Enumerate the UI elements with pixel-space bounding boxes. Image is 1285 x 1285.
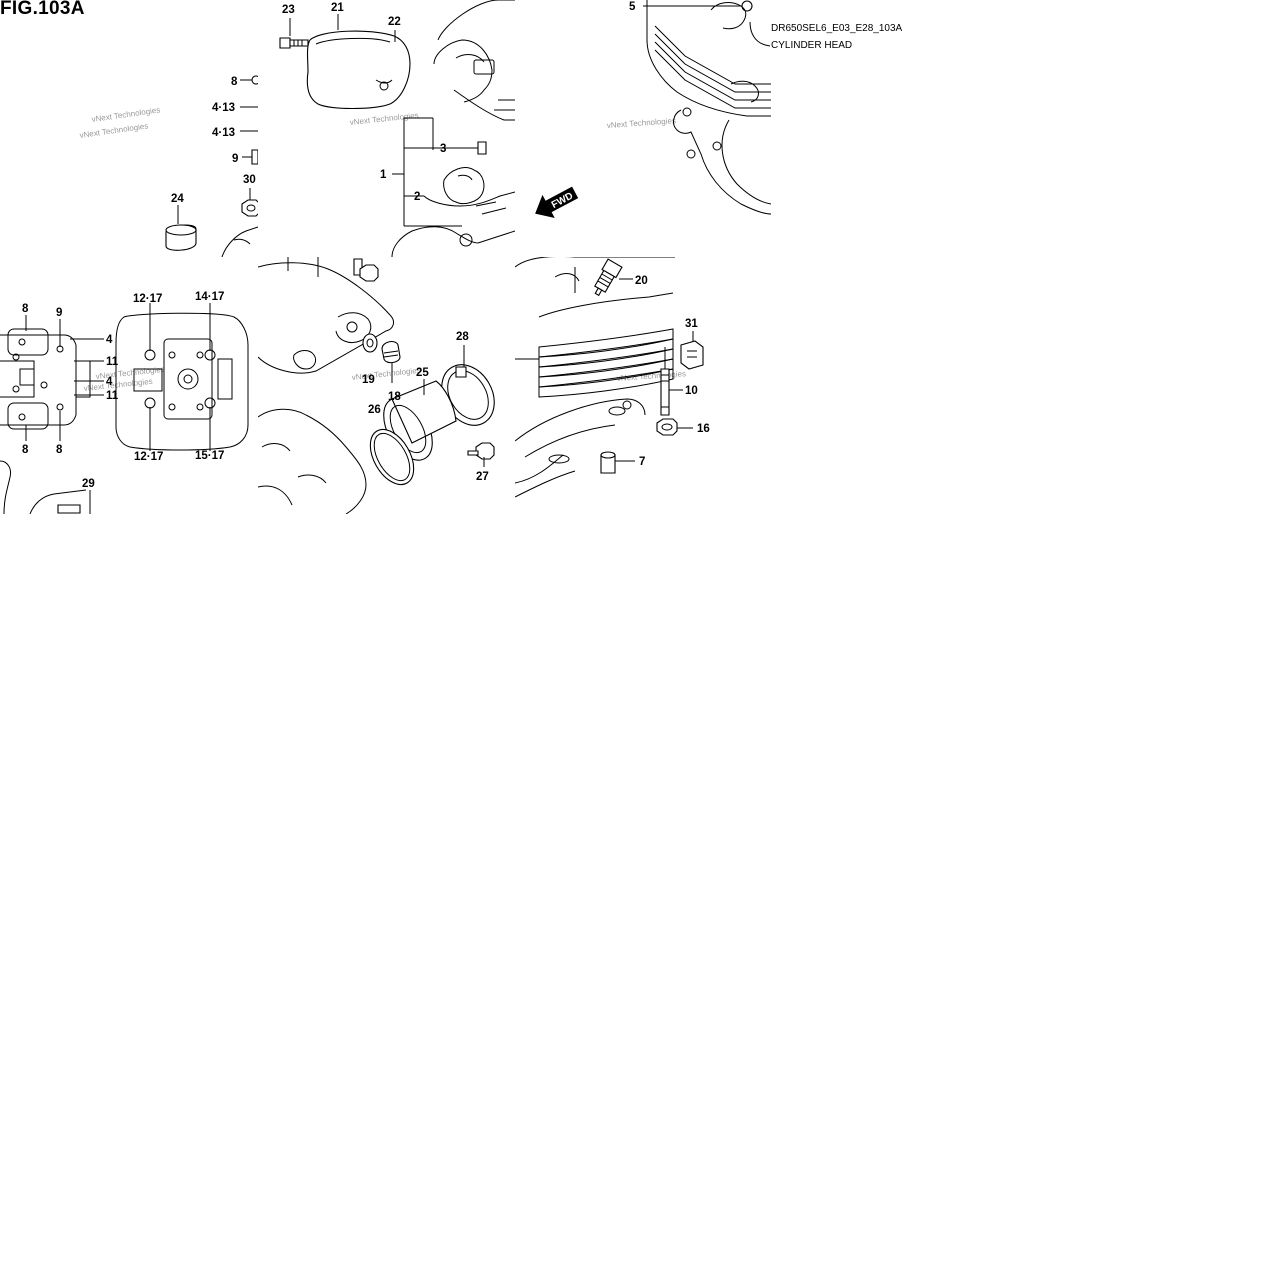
watermark: vNext Technologies	[79, 121, 149, 140]
bolt-8	[240, 75, 258, 85]
clamp-28	[441, 345, 495, 426]
callout-8: 8	[22, 444, 29, 456]
bolt-27	[467, 442, 495, 467]
callout-4: 4	[106, 376, 113, 388]
plug-18	[381, 340, 401, 383]
callout-14-17: 14·17	[195, 291, 224, 303]
callout-9: 9	[56, 307, 62, 319]
figure-code: DR650SEL6_E03_E28_103A	[771, 23, 903, 34]
tile-middle-center: vNext Technologies	[258, 257, 515, 514]
washer-19	[362, 333, 378, 353]
figure-name: CYLINDER HEAD	[771, 40, 853, 51]
callout-30: 30	[243, 174, 256, 186]
nut-30	[241, 188, 258, 217]
stud-10	[660, 347, 683, 416]
bolt-9	[242, 149, 258, 165]
callout-11: 11	[106, 390, 119, 402]
callout-26: 26	[368, 404, 381, 416]
watermark: vNext Technologies	[91, 105, 161, 124]
callout-27: 27	[476, 471, 489, 483]
head-top-view-right	[115, 312, 249, 451]
callout-29: 29	[82, 478, 95, 490]
watermark: vNext Technologies	[607, 116, 677, 130]
callout-28: 28	[456, 331, 469, 343]
figure-title: FIG.103A	[0, 0, 85, 19]
callout-3: 3	[440, 143, 446, 155]
callout-5: 5	[629, 1, 636, 13]
callout-16: 16	[697, 423, 710, 435]
name-leader	[749, 21, 771, 47]
callout-15-17: 15·17	[195, 450, 224, 462]
bolt-top	[353, 258, 379, 282]
head-top-view-left	[0, 328, 91, 430]
callout-11: 11	[106, 356, 119, 368]
nut-16	[656, 418, 693, 436]
callout-8: 8	[56, 444, 63, 456]
pad-31	[680, 331, 704, 370]
tile-middle-left: vNext Technologies vNext Technologies	[0, 257, 258, 514]
bolt-23	[279, 18, 309, 49]
callout-7: 7	[639, 456, 645, 468]
spark-plug-20	[594, 258, 623, 297]
callout-19: 19	[362, 374, 375, 386]
callout-31: 31	[685, 318, 698, 330]
callout-2: 2	[414, 191, 420, 203]
tile-top-right: vNext Technologies FWD 5	[515, 0, 771, 257]
tile-top-middle: vNext Technologies	[258, 0, 515, 257]
callout-22: 22	[388, 16, 401, 28]
callout-18: 18	[388, 391, 401, 403]
forward-arrow: FWD	[535, 186, 579, 219]
tile-top-left: vNext Technologies vNext Technologies 8 …	[0, 0, 258, 257]
dowel-3	[477, 141, 487, 155]
dowel-7	[600, 451, 635, 474]
callout-8: 8	[22, 303, 29, 315]
callout-1: 1	[380, 169, 387, 181]
callout-4: 4	[106, 334, 113, 346]
callout-24: 24	[171, 193, 184, 205]
callout-25: 25	[416, 367, 429, 379]
tile-middle-right: vNext Technologies	[515, 257, 771, 514]
callout-9: 9	[232, 153, 238, 165]
forward-label: FWD	[550, 191, 575, 211]
callout-12-17: 12·17	[133, 293, 162, 305]
o-ring-26	[369, 428, 415, 486]
callout-20: 20	[635, 275, 648, 287]
callout-21: 21	[331, 2, 344, 14]
cap-cover-21	[306, 14, 411, 109]
callout-12-17: 12·17	[134, 451, 163, 463]
callout-10: 10	[685, 385, 698, 397]
callout-4-13: 4·13	[212, 127, 235, 139]
callout-8: 8	[231, 76, 238, 88]
sleeve-24	[165, 205, 197, 251]
watermark: vNext Technologies	[349, 111, 419, 127]
callout-23: 23	[282, 4, 295, 16]
callout-4-13: 4·13	[212, 102, 235, 114]
